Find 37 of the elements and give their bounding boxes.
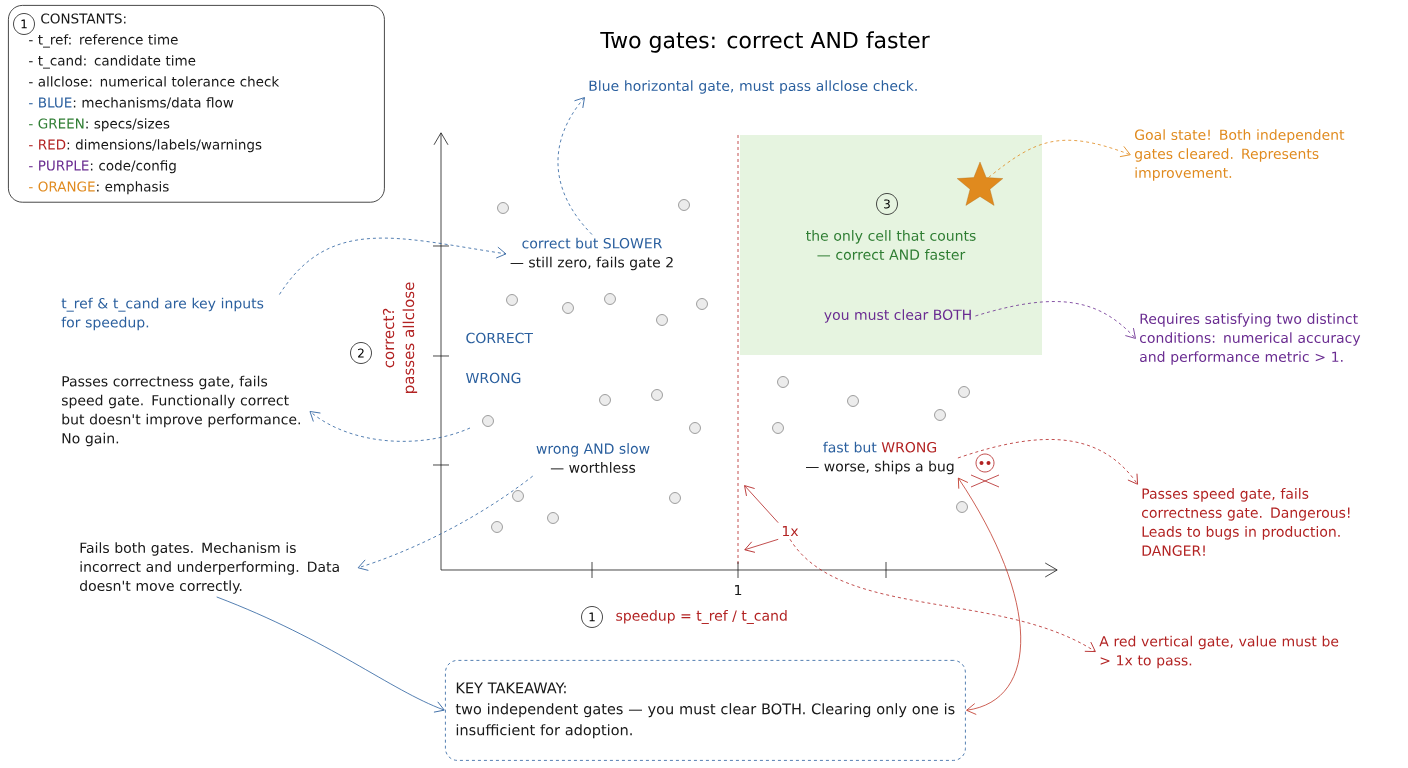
tick-label: 1 (735, 584, 742, 596)
arrow (279, 237, 507, 295)
arrow (988, 140, 1131, 178)
arrow (744, 538, 779, 553)
quadrant-label: CORRECT (466, 332, 533, 344)
axis-label: correct? passes allclose (382, 282, 418, 393)
title: Two gates: correct AND faster (600, 31, 930, 53)
axis-label: speedup = t_ref / t_cand (616, 610, 787, 624)
annotation-text: Requires satisfying two distinct conditions: numerical accuracy and performance metric > 1. (1139, 313, 1361, 365)
arrow (744, 485, 779, 524)
annotation-text: Blue horizontal gate, must pass allclose check. (589, 80, 917, 94)
quadrant-label: WRONG (466, 372, 521, 384)
arrow (216, 596, 445, 713)
arrow (975, 301, 1136, 339)
callout-number: 2 (350, 342, 372, 364)
annotation-text: A red vertical gate, value must be > 1x to pass. (1099, 635, 1339, 669)
annotation-text: you must clear BOTH (824, 309, 971, 323)
takeaway-box: KEY TAKEAWAY: two independent gates — you must clear BOTH. Clearing only one is insufficient for adoption. (445, 660, 966, 761)
quadrant-label: fast but WRONG — worse, ships a bug (806, 441, 954, 475)
annotation-text: Passes correctness gate, fails speed gate. Functionally correct but doesn't improve performance. No gain. (61, 375, 300, 447)
arrow (557, 97, 593, 235)
arrow (957, 477, 1022, 715)
callout-number: 3 (876, 193, 898, 215)
quadrant-label: correct but SLOWER — still zero, fails gate 2 (510, 237, 673, 271)
callout-number: 1 (13, 13, 35, 35)
star-icon (956, 161, 1004, 206)
annotation-text: t_ref & t_cand are key inputs for speedup. (61, 297, 264, 331)
annotation-text: Passes speed gate, fails correctness gate. Dangerous! Leads to bugs in production. DANGER! (1141, 488, 1350, 556)
callout-number: 1 (581, 606, 603, 628)
quadrant-label: wrong AND slow — worthless (536, 443, 650, 473)
arrow (309, 411, 471, 442)
arrow (789, 538, 1096, 652)
arrow (957, 439, 1138, 485)
annotation-text: Goal state! Both independent gates cleared. Represents improvement. (1134, 129, 1345, 181)
arrow (357, 475, 534, 571)
annotation-text: Fails both gates. Mechanism is incorrect and underperforming. Data doesn't move correctly. (80, 542, 339, 594)
annotation-text: 1x (782, 525, 799, 537)
